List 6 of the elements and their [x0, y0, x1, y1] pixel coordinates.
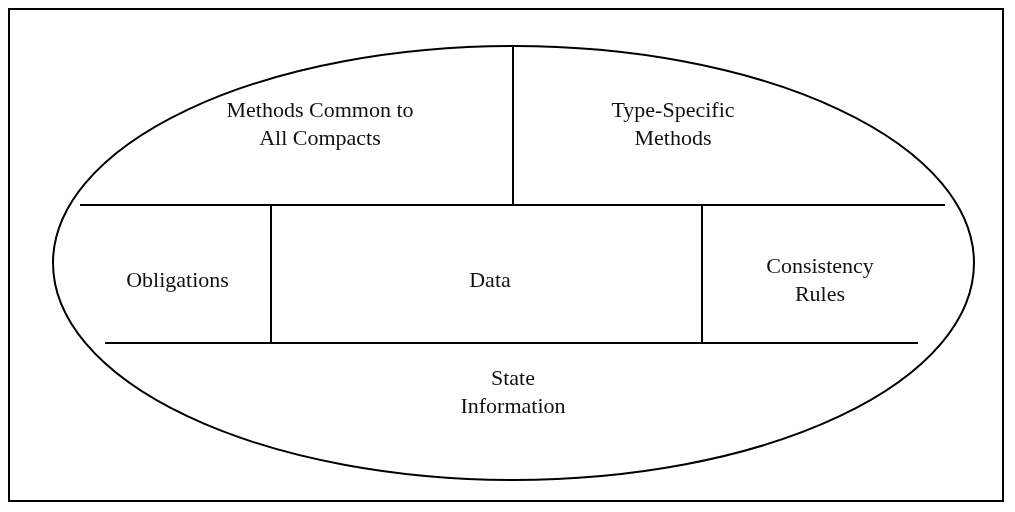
- section-label: Consistency Rules: [750, 248, 890, 312]
- section-label: Data: [440, 262, 540, 298]
- section-label: Type-Specific Methods: [598, 92, 748, 156]
- section-label: Methods Common to All Compacts: [220, 92, 420, 156]
- section-label: Obligations: [95, 262, 260, 298]
- section-label: State Information: [453, 360, 573, 424]
